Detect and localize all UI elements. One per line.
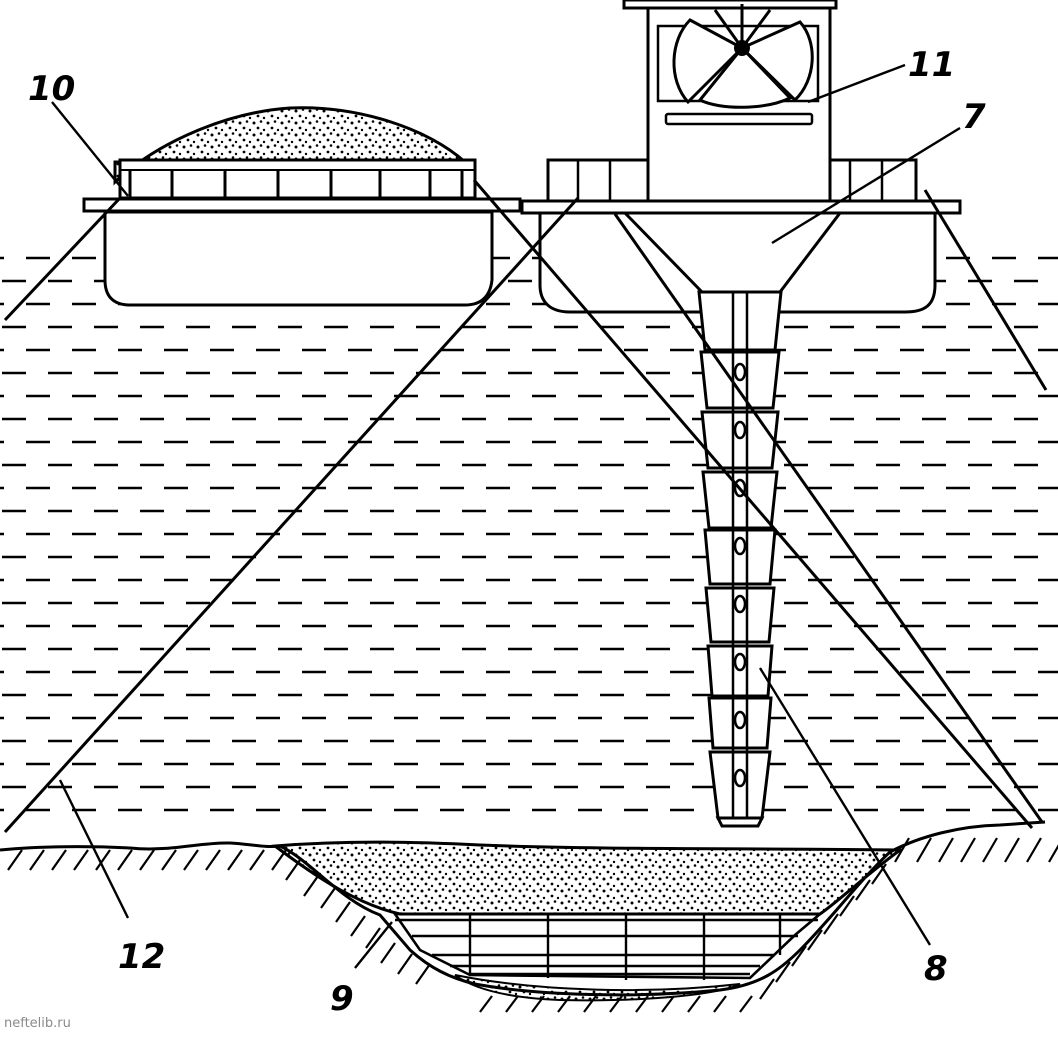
seabed-hatching	[7, 837, 1058, 1013]
barge-hull	[82, 106, 522, 307]
label-7: 7	[962, 97, 986, 137]
sand-deposit	[270, 840, 905, 916]
label-8: 8	[924, 949, 948, 989]
chain-link	[733, 362, 747, 382]
label-11: 11	[908, 45, 955, 85]
water-body	[0, 256, 1058, 812]
bucket	[697, 290, 783, 352]
chain-link	[733, 652, 747, 672]
excavation-grid	[392, 912, 824, 980]
label-12: 12	[118, 937, 165, 977]
chain-link	[733, 420, 747, 440]
bucket	[704, 586, 776, 644]
chain-link	[733, 594, 747, 614]
chain-link	[733, 536, 747, 556]
label-9: 9	[330, 979, 354, 1019]
cables	[3, 179, 1048, 834]
sand-pit-bottom	[454, 974, 741, 1002]
chain-link	[733, 710, 747, 730]
chain-link	[733, 768, 747, 788]
bucket-chain	[697, 290, 783, 828]
leader-lines	[51, 63, 961, 969]
dredger	[520, 0, 962, 314]
watermark: neftelib.ru	[4, 1016, 71, 1031]
label-10: 10	[28, 69, 75, 109]
bucket	[703, 528, 777, 586]
bucket	[701, 470, 779, 530]
